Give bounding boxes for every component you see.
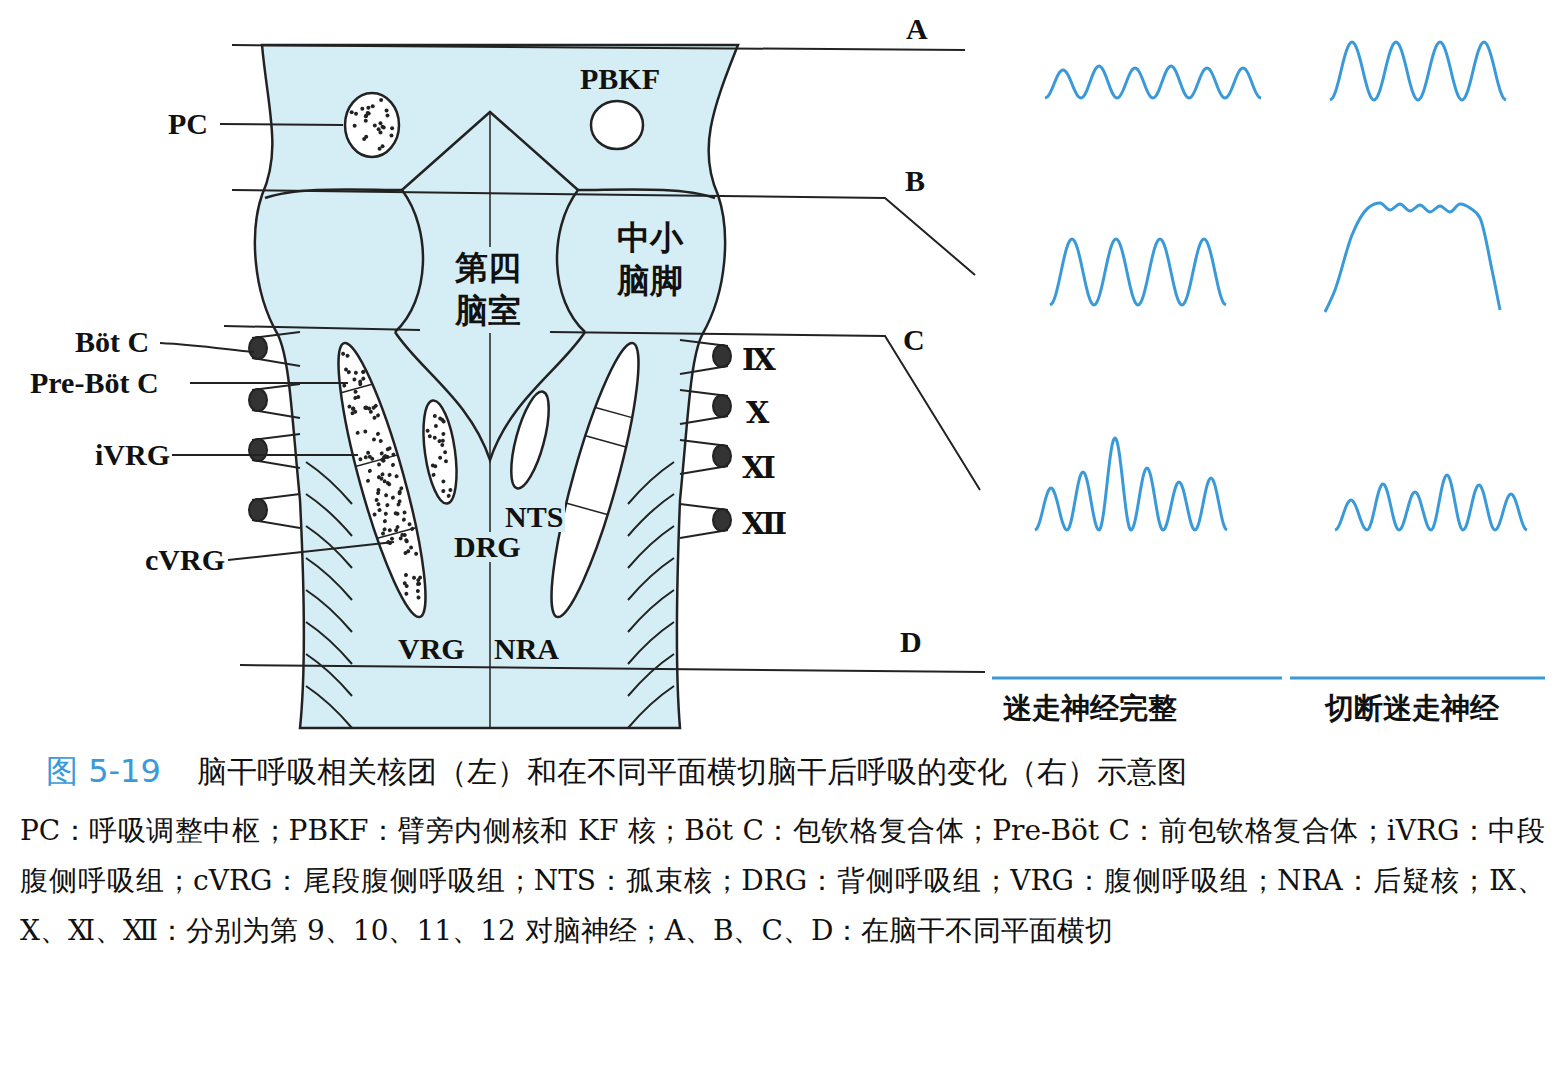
nucleus-label: PBKF [580, 64, 660, 94]
inner-nucleus [418, 398, 462, 505]
cut-plane-letter: D [900, 627, 922, 657]
nucleus-label: iVRG [95, 440, 170, 470]
cranial-nerve: Ⅻ [742, 509, 787, 539]
nts-nucleus [504, 388, 557, 492]
nucleus-label: VRG [396, 634, 467, 664]
cranial-nerve: Ⅹ [746, 398, 769, 428]
nucleus-label: Pre-Böt C [30, 368, 159, 398]
region-label: 第四脑室 [453, 247, 522, 333]
nucleus-label: Böt C [75, 327, 149, 357]
nucleus-label: PC [168, 109, 208, 139]
cut-plane-letter: A [906, 14, 928, 44]
cut-lines [224, 45, 985, 672]
breathing-traces [1035, 42, 1527, 530]
nucleus-label: NTS [503, 502, 565, 532]
vrg-column [536, 337, 654, 622]
pc-nucleus [345, 93, 399, 157]
midline [489, 112, 491, 728]
leader-lines [160, 124, 394, 560]
brainstem-outline [255, 45, 738, 728]
cut-plane-letter: B [905, 166, 925, 196]
abbreviation-note: PC：呼吸调整中枢；PBKF：臂旁内侧核和 KF 核；Böt C：包钦格复合体；… [20, 806, 1545, 956]
column-rule [992, 677, 1282, 680]
figure-caption: 图 5-19 脑干呼吸相关核团（左）和在不同平面横切脑干后呼吸的变化（右）示意图 [46, 750, 1546, 794]
cranial-nerve: Ⅺ [742, 453, 776, 483]
cranial-nerve: Ⅸ [742, 345, 776, 375]
peduncle-outline [557, 189, 715, 332]
cut-plane-letter: C [903, 325, 925, 355]
figure-number: 图 5-19 [46, 752, 161, 790]
nucleus-label: NRA [492, 634, 561, 664]
pyramid-stripes [306, 462, 674, 728]
nerve-roots [249, 332, 731, 538]
column-heading: 切断迷走神经 [1325, 694, 1499, 723]
vrg-column [323, 337, 441, 622]
column-rule [1290, 677, 1545, 680]
region-name: 中小脑脚 [615, 217, 684, 303]
nucleus-label: cVRG [145, 545, 225, 575]
pbkf-nucleus [591, 101, 643, 149]
peduncle-outline [265, 189, 423, 332]
column-heading: 迷走神经完整 [1003, 694, 1177, 723]
region-label: 中小脑脚 [615, 217, 684, 303]
region-name: 第四脑室 [453, 247, 522, 333]
nucleus-label: DRG [452, 532, 523, 562]
caption-text: 脑干呼吸相关核团（左）和在不同平面横切脑干后呼吸的变化（右）示意图 [197, 754, 1187, 789]
